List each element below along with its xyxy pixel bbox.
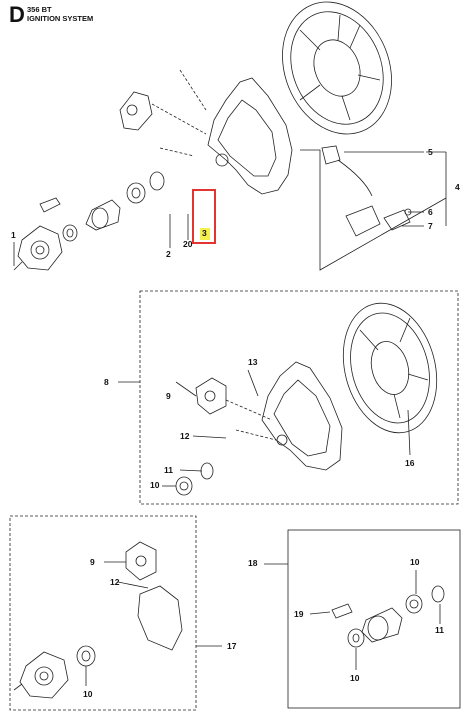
flywheel-top [282, 1, 392, 135]
callout-2[interactable]: 2 [166, 249, 171, 259]
callout-20[interactable]: 20 [183, 239, 193, 249]
crankshaft-top [39, 171, 165, 242]
callout-8[interactable]: 8 [104, 377, 109, 387]
highlight-marker [200, 228, 210, 240]
crankcase-bottom [19, 651, 69, 699]
gasket-mid [195, 377, 227, 415]
fan-housing-top [207, 77, 293, 195]
callout-12-bottom[interactable]: 12 [110, 577, 120, 587]
callout-19[interactable]: 19 [294, 609, 304, 619]
model-name: 356 BT [27, 5, 52, 14]
callout-10-bottom-left[interactable]: 10 [83, 689, 93, 699]
crankcase-top [13, 225, 63, 271]
callout-11-mid[interactable]: 11 [164, 465, 173, 475]
callout-7[interactable]: 7 [428, 221, 433, 231]
callout-10-mid[interactable]: 10 [150, 480, 160, 490]
callout-11-bottom[interactable]: 11 [435, 625, 444, 635]
callout-9-mid[interactable]: 9 [166, 391, 171, 401]
gasket-top [119, 91, 153, 131]
section-letter: D [9, 2, 25, 27]
callout-18[interactable]: 18 [248, 558, 258, 568]
callout-10-bottom-center[interactable]: 10 [350, 673, 360, 683]
callout-5[interactable]: 5 [428, 147, 433, 157]
callout-1[interactable]: 1 [11, 230, 16, 240]
callout-17[interactable]: 17 [227, 641, 237, 651]
gasket-bottom [125, 541, 157, 581]
callout-4[interactable]: 4 [455, 182, 460, 192]
callout-6[interactable]: 6 [428, 207, 433, 217]
section-title: IGNITION SYSTEM [27, 14, 94, 23]
flywheel-mid [342, 302, 438, 434]
callout-10-bottom-right[interactable]: 10 [410, 557, 420, 567]
callout-16[interactable]: 16 [405, 458, 415, 468]
crankshaft-bottom [331, 585, 445, 648]
fan-housing-mid [261, 361, 343, 471]
callout-13[interactable]: 13 [248, 357, 258, 367]
callout-3[interactable]: 3 [202, 228, 207, 238]
ignition-module-top [321, 145, 412, 237]
callout-12-mid[interactable]: 12 [180, 431, 190, 441]
highlight-box[interactable] [192, 189, 216, 244]
callout-9-bottom[interactable]: 9 [90, 557, 95, 567]
